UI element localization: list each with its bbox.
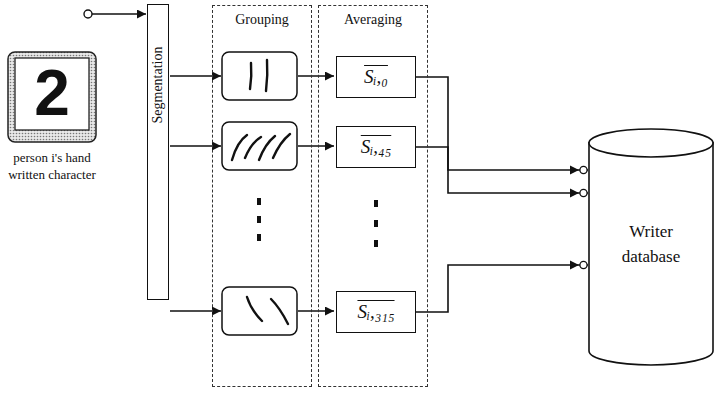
node-text: Sᵢ,₀ bbox=[364, 66, 388, 88]
node-text: Sᵢ,₄₅ bbox=[361, 136, 391, 158]
database-cylinder: Writer database bbox=[588, 128, 714, 366]
node-text: Writer database bbox=[606, 220, 696, 269]
connector-arrow bbox=[416, 77, 588, 170]
connector-arrow bbox=[416, 265, 588, 312]
node-text: Segmentation bbox=[150, 47, 166, 124]
connector-arrow bbox=[416, 147, 588, 193]
stroke-group-box bbox=[222, 52, 297, 335]
grouping-arrows bbox=[170, 76, 221, 311]
node-text: Averaging bbox=[319, 12, 427, 28]
group-frame: AveragingSᵢ,₀ Sᵢ,₄₅ Sᵢ,₃₁₅ bbox=[318, 5, 428, 387]
average-box: Sᵢ,₀ bbox=[336, 56, 416, 98]
process-box: Segmentation bbox=[147, 4, 169, 300]
stroke-samples bbox=[232, 60, 290, 324]
handwritten-digit: 2 bbox=[16, 58, 88, 128]
connector-layer bbox=[416, 77, 588, 312]
averaging-arrows bbox=[298, 76, 334, 311]
node-text: Grouping bbox=[213, 12, 311, 28]
average-box: Sᵢ,₄₅ bbox=[336, 126, 416, 168]
tablet-illustration bbox=[8, 52, 96, 142]
average-box: Sᵢ,₃₁₅ bbox=[336, 291, 416, 333]
group-frame: Grouping bbox=[212, 5, 312, 387]
input-wire bbox=[84, 10, 146, 18]
caption-label: person i's hand written character bbox=[6, 150, 98, 184]
node-text: Sᵢ,₃₁₅ bbox=[357, 301, 394, 323]
